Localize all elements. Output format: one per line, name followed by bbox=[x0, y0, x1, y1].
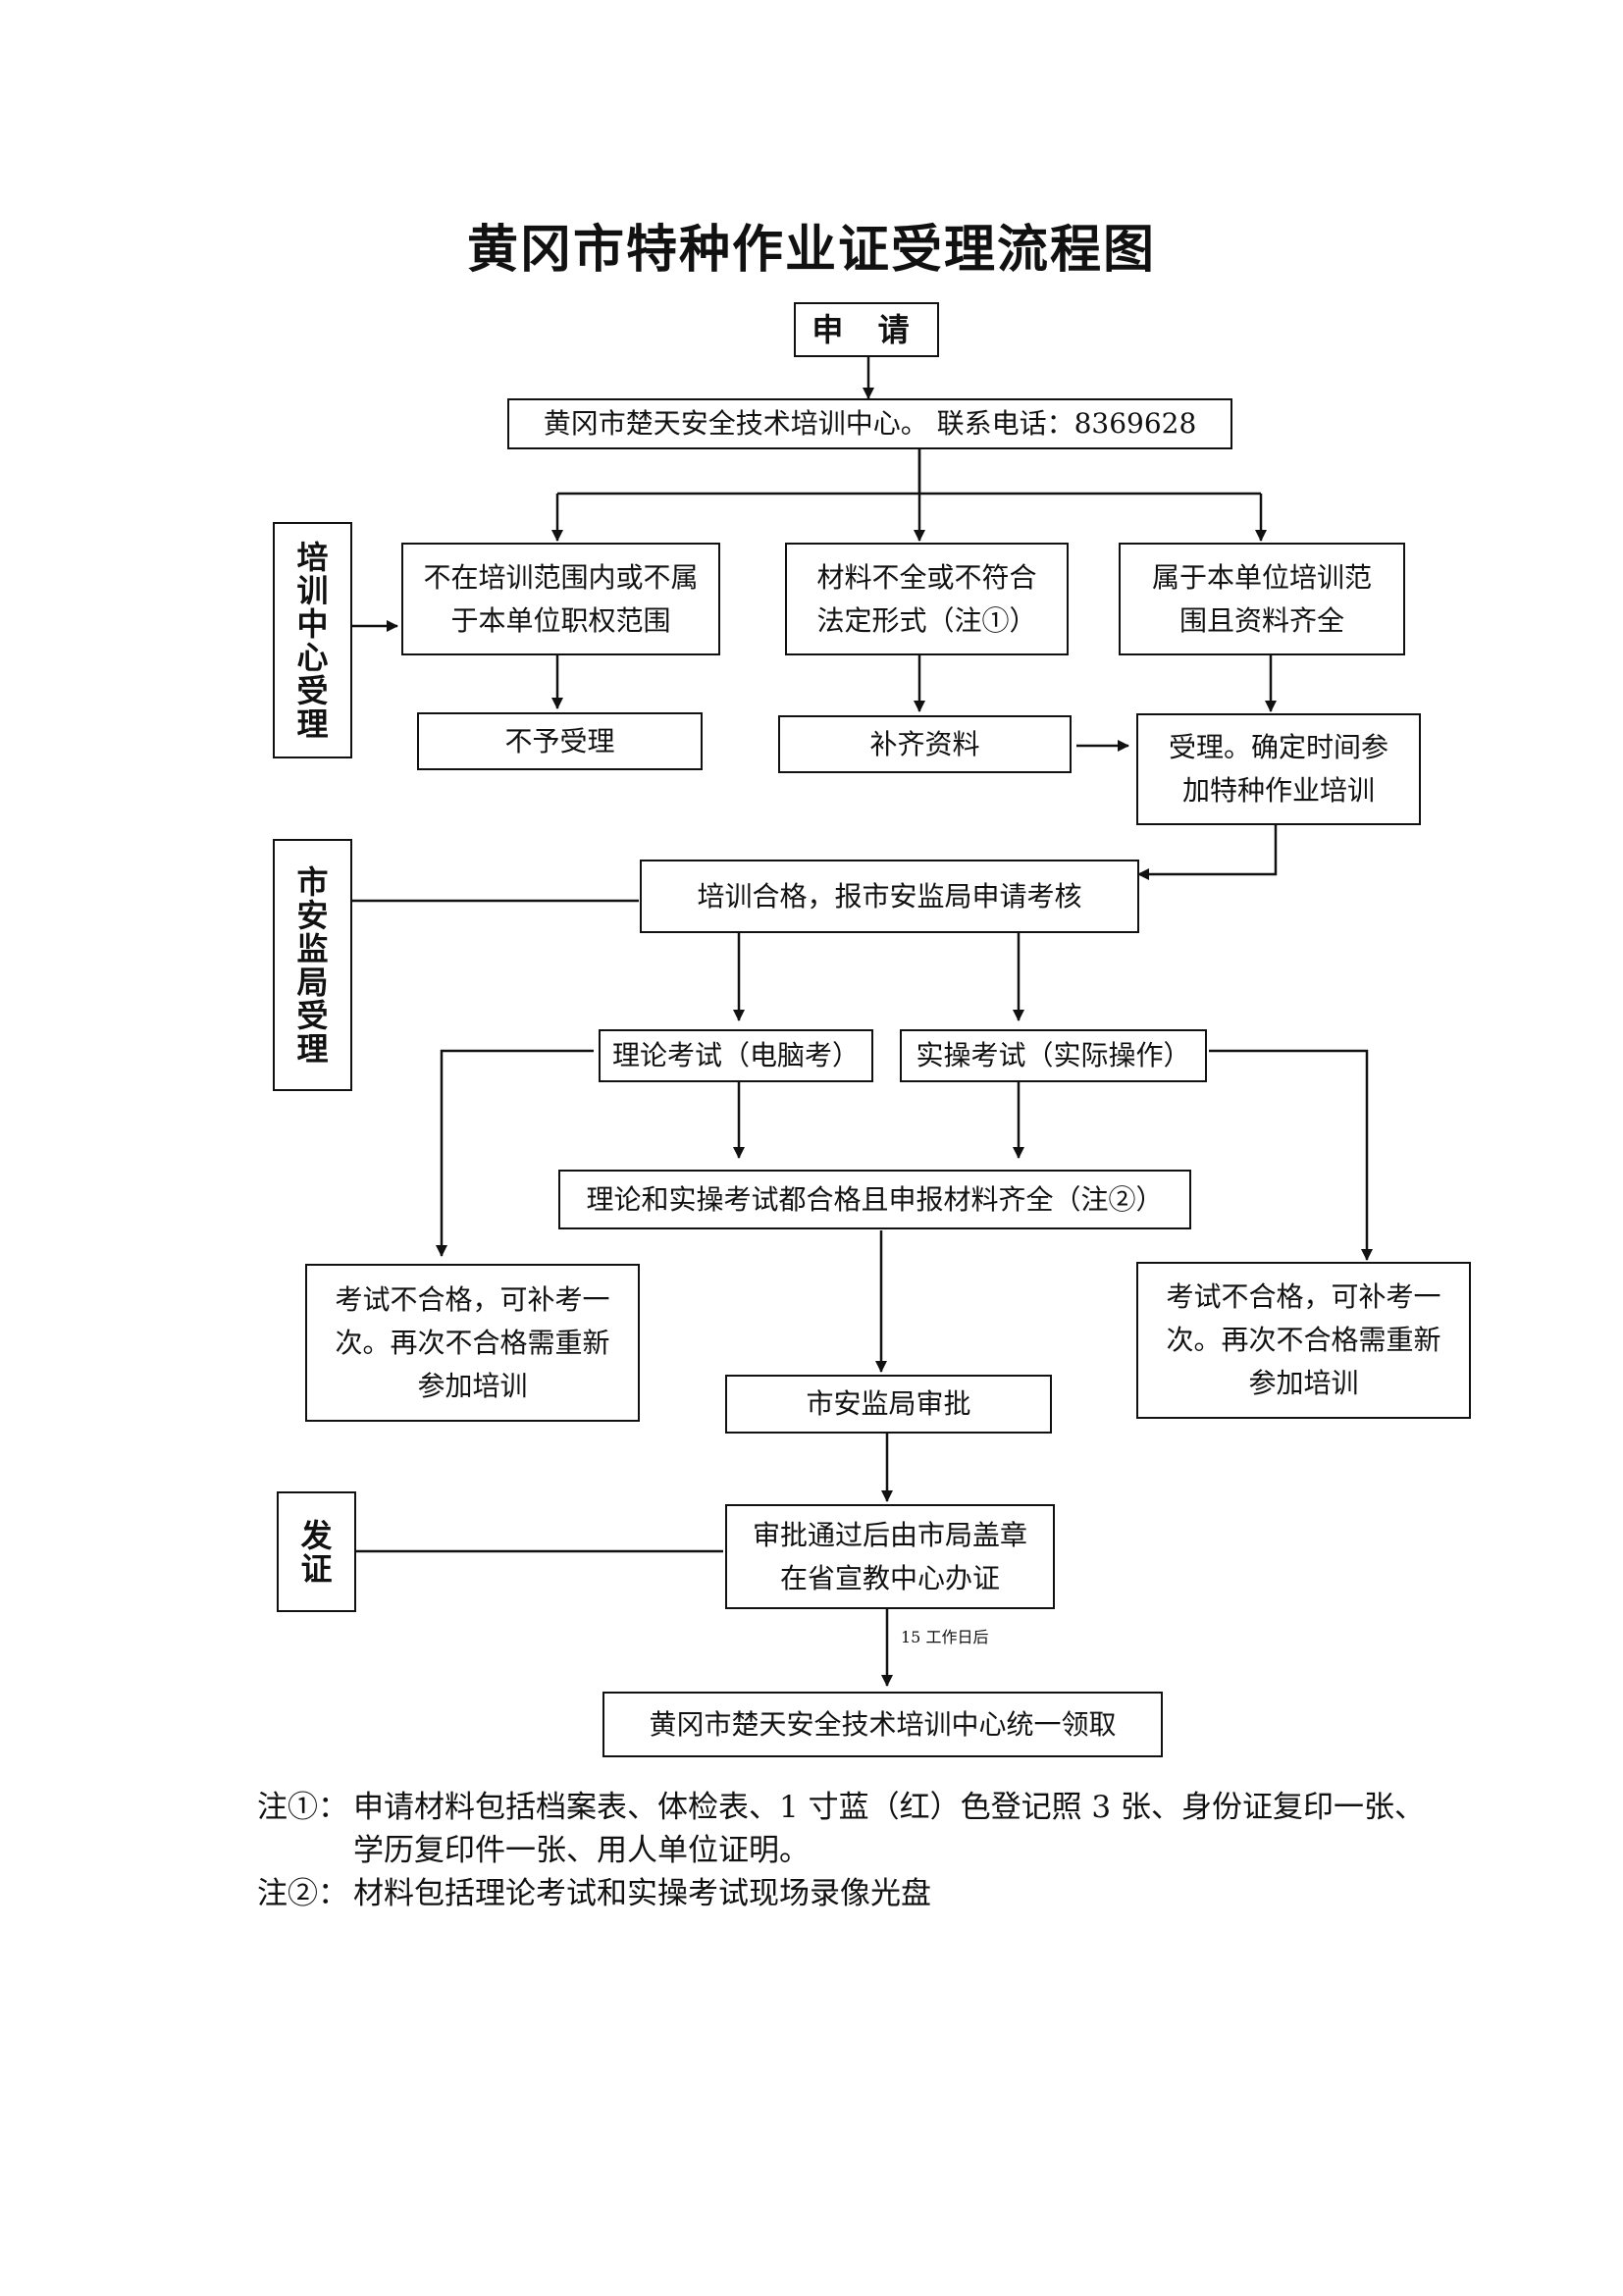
in-scope-box: 属于本单位培训范 围且资料齐全 bbox=[1119, 543, 1405, 655]
note-2-text: 材料包括理论考试和实操考试现场录像光盘 bbox=[353, 1876, 931, 1911]
arrow-practical-to-fail-right bbox=[1209, 1049, 1373, 1261]
training-center-box: 黄冈市楚天安全技术培训中心。 联系电话：8369628 bbox=[507, 398, 1232, 449]
apply-box: 申 请 bbox=[794, 302, 939, 357]
section-city-bureau: 市安监局受理 bbox=[273, 839, 352, 1091]
note-2: 注②： 材料包括理论考试和实操考试现场录像光盘 bbox=[257, 1872, 1435, 1915]
training-qualified-box: 培训合格，报市安监局申请考核 bbox=[640, 860, 1139, 933]
section-issue-certificate: 发证 bbox=[277, 1491, 356, 1612]
note-2-tag: 注②： bbox=[257, 1876, 348, 1911]
out-of-scope-box: 不在培训范围内或不属 于本单位职权范围 bbox=[401, 543, 720, 655]
accepted-box: 受理。确定时间参 加特种作业培训 bbox=[1136, 713, 1421, 825]
arrow-theory-to-fail-left bbox=[436, 1049, 594, 1257]
section-training-center: 培训中心受理 bbox=[273, 522, 352, 758]
fail-left-box: 考试不合格，可补考一 次。再次不合格需重新 参加培训 bbox=[305, 1264, 640, 1422]
days-label: 15 工作日后 bbox=[901, 1628, 989, 1646]
rejected-box: 不予受理 bbox=[417, 712, 703, 770]
note-1-tag: 注①： bbox=[257, 1790, 348, 1825]
note-1: 注①： 申请材料包括档案表、体检表、1 寸蓝（红）色登记照 3 张、身份证复印一… bbox=[257, 1786, 1435, 1872]
collect-box: 黄冈市楚天安全技术培训中心统一领取 bbox=[602, 1692, 1163, 1757]
arrow-accepted-to-qualified bbox=[1137, 824, 1278, 880]
practical-exam-box: 实操考试（实际操作） bbox=[900, 1029, 1207, 1082]
note-1-text: 申请材料包括档案表、体检表、1 寸蓝（红）色登记照 3 张、身份证复印一张、学历… bbox=[353, 1790, 1426, 1868]
bureau-approval-box: 市安监局审批 bbox=[725, 1375, 1052, 1434]
supplement-materials-box: 补齐资料 bbox=[778, 715, 1072, 773]
notes: 注①： 申请材料包括档案表、体检表、1 寸蓝（红）色登记照 3 张、身份证复印一… bbox=[257, 1786, 1435, 1915]
fail-right-box: 考试不合格，可补考一 次。再次不合格需重新 参加培训 bbox=[1136, 1262, 1471, 1419]
page-title: 黄冈市特种作业证受理流程图 bbox=[466, 220, 1156, 280]
both-pass-box: 理论和实操考试都合格且申报材料齐全（注②） bbox=[558, 1170, 1191, 1229]
theory-exam-box: 理论考试（电脑考） bbox=[599, 1029, 873, 1082]
incomplete-materials-box: 材料不全或不符合 法定形式（注①） bbox=[785, 543, 1069, 655]
stamp-box: 审批通过后由市局盖章 在省宣教中心办证 bbox=[725, 1504, 1055, 1609]
